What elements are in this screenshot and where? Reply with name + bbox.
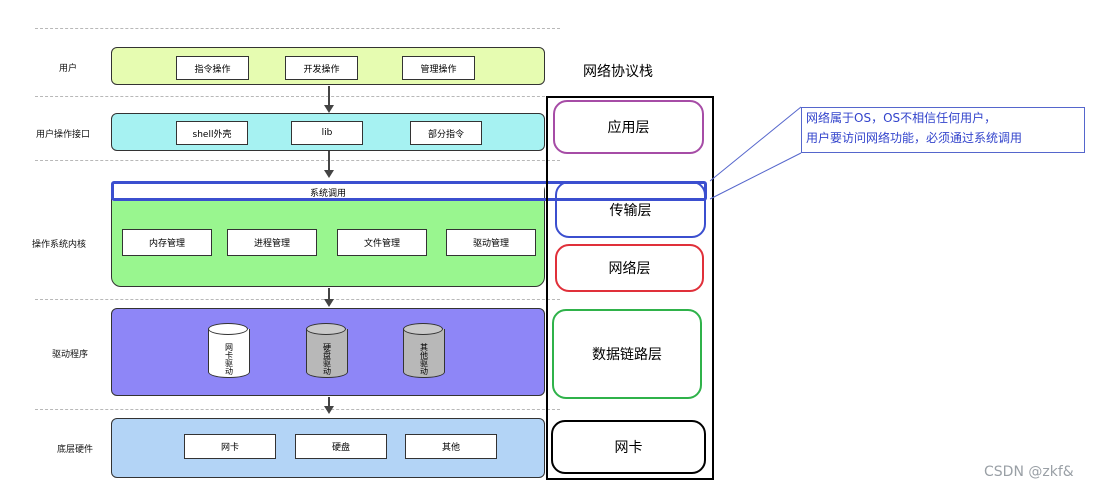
disk-driver-label: 硬盘驱动 — [322, 343, 332, 375]
nic-driver-cylinder: 网卡驱动 — [208, 323, 250, 383]
separator-line — [35, 96, 560, 97]
annotation-note: 网络属于OS，OS不相信任何用户， 用户要访问网络功能，必须通过系统调用 — [801, 107, 1085, 153]
file-mgmt-box: 文件管理 — [337, 229, 427, 256]
other-driver-label: 其他驱动 — [419, 343, 429, 375]
arrow-down — [324, 86, 334, 113]
data-link-layer: 数据链路层 — [552, 309, 702, 399]
other-driver-cylinder: 其他驱动 — [403, 323, 445, 383]
syscall-box: 系统调用 — [112, 183, 544, 201]
stack-title: 网络协议栈 — [583, 64, 653, 80]
separator-line — [35, 28, 560, 29]
arrow-down — [324, 397, 334, 414]
network-layer: 网络层 — [555, 244, 704, 292]
shell-box: shell外壳 — [176, 121, 248, 145]
other-box: 其他 — [405, 434, 497, 459]
annotation-line-1: 网络属于OS，OS不相信任何用户， — [806, 111, 997, 125]
disk-box: 硬盘 — [295, 434, 387, 459]
process-mgmt-box: 进程管理 — [227, 229, 317, 256]
application-layer: 应用层 — [553, 100, 704, 154]
stack-container — [546, 96, 714, 480]
arrow-down — [324, 288, 334, 307]
row-label-user-interface: 用户操作接口 — [36, 130, 91, 140]
transport-layer: 传输层 — [555, 181, 706, 238]
separator-line — [35, 409, 560, 410]
separator-line — [35, 160, 560, 161]
arrow-down — [324, 151, 334, 178]
nic-driver-label: 网卡驱动 — [224, 343, 234, 375]
nic-box: 网卡 — [184, 434, 276, 459]
partial-commands-box: 部分指令 — [410, 121, 482, 145]
command-op-box: 指令操作 — [176, 56, 249, 80]
dev-op-box: 开发操作 — [285, 56, 358, 80]
lib-box: lib — [291, 121, 363, 145]
annotation-line-2: 用户要访问网络功能，必须通过系统调用 — [806, 131, 1023, 145]
nic-layer: 网卡 — [551, 420, 706, 474]
row-label-hardware: 底层硬件 — [57, 445, 94, 455]
row-label-kernel: 操作系统内核 — [32, 240, 87, 250]
separator-line — [35, 299, 560, 300]
driver-mgmt-box: 驱动管理 — [446, 229, 536, 256]
watermark: CSDN @zkf& — [984, 464, 1074, 480]
memory-mgmt-box: 内存管理 — [122, 229, 212, 256]
admin-op-box: 管理操作 — [402, 56, 475, 80]
disk-driver-cylinder: 硬盘驱动 — [306, 323, 348, 383]
row-label-user: 用户 — [59, 64, 78, 74]
row-label-drivers: 驱动程序 — [52, 350, 89, 360]
